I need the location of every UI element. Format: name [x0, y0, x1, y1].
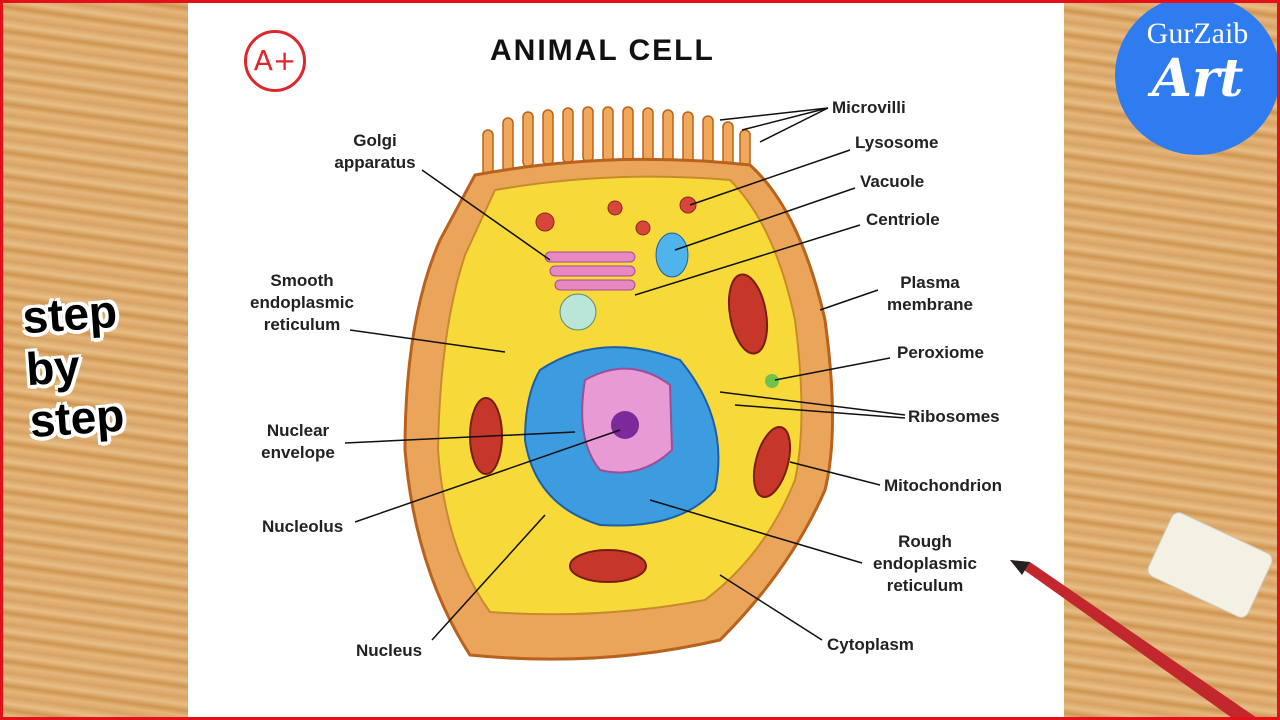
page-title: ANIMAL CELL [490, 34, 715, 67]
label-line: envelope [261, 443, 335, 462]
label-line: endoplasmic [873, 554, 977, 573]
mitochondria-shapes [469, 273, 792, 583]
lysosome-shapes [535, 196, 697, 236]
label-line: endoplasmic [250, 293, 354, 312]
grade-badge: A+ [244, 30, 306, 92]
label-nuclear-envelope: Nuclear envelope [250, 420, 346, 464]
side-word: step [20, 284, 119, 344]
side-word: step [27, 388, 126, 448]
label-line: reticulum [886, 576, 964, 595]
vacuole-shape [655, 232, 689, 278]
channel-logo: GurZaib Art [1115, 0, 1280, 155]
eraser-decoration [1147, 512, 1273, 618]
peroxisome-shape [765, 374, 779, 388]
label-mitochondrion: Mitochondrion [884, 476, 1003, 495]
label-line: Plasma [900, 273, 960, 292]
label-peroxiome: Peroxiome [897, 343, 984, 362]
label-lysosome: Lysosome [855, 133, 939, 152]
step-by-step-text: step by step [21, 285, 126, 447]
label-ribosomes: Ribosomes [908, 407, 1000, 426]
label-vacuole: Vacuole [860, 172, 925, 191]
label-line: Golgi [353, 131, 397, 150]
side-word: by [24, 339, 82, 396]
logo-line1: GurZaib [1146, 17, 1249, 50]
golgi-shapes [544, 251, 636, 291]
label-centriole: Centriole [866, 210, 940, 229]
label-cytoplasm: Cytoplasm [827, 635, 914, 654]
label-line: apparatus [334, 153, 416, 172]
label-plasma-membrane: Plasma membrane [880, 272, 980, 316]
leader-lines [344, 107, 906, 641]
label-nucleus: Nucleus [356, 641, 423, 660]
label-nucleolus: Nucleolus [262, 517, 344, 536]
label-line: reticulum [263, 315, 341, 334]
label-line: membrane [887, 295, 973, 314]
label-line: Rough [898, 532, 952, 551]
pencil-decoration [1010, 560, 1260, 720]
centriole-shape [559, 293, 597, 331]
label-smooth-er: Smooth endoplasmic reticulum [242, 270, 362, 336]
label-line: Nuclear [266, 421, 330, 440]
label-rough-er: Rough endoplasmic reticulum [865, 531, 985, 597]
label-line: Smooth [270, 271, 334, 290]
label-golgi: Golgi apparatus [325, 130, 425, 174]
nucleolus-shape [611, 411, 639, 439]
logo-line2: Art [1151, 48, 1244, 109]
label-microvilli: Microvilli [832, 98, 906, 117]
